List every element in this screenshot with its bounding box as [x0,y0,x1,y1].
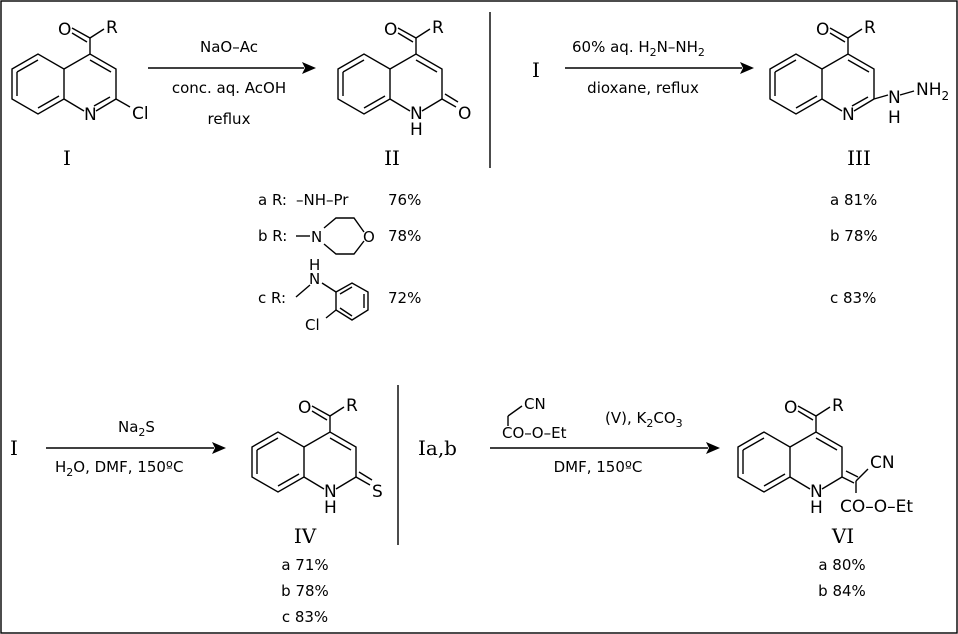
compound-I-label: I [63,146,71,170]
svg-text:c 83%: c 83% [830,289,876,307]
svg-text:H: H [888,108,901,128]
svg-text:c R:: c R: [258,289,286,307]
svg-text:N: N [324,482,337,502]
bottom-right-start-label: Ia,b [418,436,457,460]
r-group-a: a R: –NH–Pr 76% [258,191,421,209]
svg-text:O: O [298,398,311,418]
compound-III-label: III [847,146,871,170]
top-right-start-label: I [532,58,540,82]
arrow-3: Na2S H2O, DMF, 150ºC [46,418,226,479]
svg-text:N: N [410,104,423,124]
svg-text:a R:: a R: [258,191,287,209]
svg-text:N: N [842,105,855,125]
svg-text:N: N [888,88,901,108]
svg-text:O: O [58,20,71,40]
svg-text:H2O, DMF, 150ºC: H2O, DMF, 150ºC [55,458,183,479]
svg-text:CN: CN [524,395,546,413]
svg-text:conc. aq. AcOH: conc. aq. AcOH [172,79,286,97]
svg-text:N: N [309,270,320,288]
r-group-b: b R: N O 78% [258,217,421,255]
compound-VI-label: VI [831,524,854,548]
svg-text:(V), K2CO3: (V), K2CO3 [605,409,683,430]
svg-text:a 80%: a 80% [818,556,865,574]
svg-text:a 81%: a 81% [830,191,877,209]
yields-VI: a 80% b 84% [818,556,866,600]
svg-text:dioxane, reflux: dioxane, reflux [587,79,699,97]
svg-text:O: O [784,398,797,418]
compound-I: O R N Cl [11,18,149,125]
svg-text:CO–O–Et: CO–O–Et [840,497,913,517]
yields-III: a 81% b 78% c 83% [830,191,878,307]
svg-text:S: S [372,482,383,502]
svg-text:O: O [458,104,471,124]
svg-text:b 84%: b 84% [818,582,866,600]
svg-text:R: R [832,396,844,416]
svg-text:NaO–Ac: NaO–Ac [200,38,258,56]
svg-text:reflux: reflux [208,110,251,128]
svg-text:CO–O–Et: CO–O–Et [502,424,567,442]
svg-text:b R:: b R: [258,227,287,245]
compound-VI: N H O R CN CO–O–Et [737,396,913,518]
bottom-left-start-label: I [10,436,18,460]
svg-text:H: H [810,498,823,518]
svg-text:H: H [324,498,337,518]
svg-text:c 83%: c 83% [282,608,328,626]
svg-text:R: R [106,18,118,38]
svg-text:NH2: NH2 [916,80,949,103]
svg-text:O: O [816,20,829,40]
svg-text:60% aq. H2N–NH2: 60% aq. H2N–NH2 [572,38,705,59]
compound-IV-label: IV [294,524,317,548]
arrow-1: NaO–Ac conc. aq. AcOH reflux [148,38,316,128]
svg-text:O: O [363,228,375,246]
compound-IV: O R N H S [251,396,383,518]
svg-text:N: N [84,105,97,125]
r-group-c: c R: N H Cl 72% [258,256,421,334]
svg-text:N: N [311,228,322,246]
svg-text:76%: 76% [388,191,421,209]
compound-II-label: II [384,146,400,170]
svg-text:O: O [384,20,397,40]
svg-text:N: N [810,482,823,502]
svg-text:b 78%: b 78% [830,227,878,245]
svg-text:Cl: Cl [132,104,149,124]
svg-text:Na2S: Na2S [118,418,155,439]
yields-IV: a 71% b 78% c 83% [281,556,329,626]
svg-text:CN: CN [870,453,895,473]
compound-III: O R N N H NH2 [769,18,949,128]
svg-text:DMF, 150ºC: DMF, 150ºC [554,458,643,476]
compound-II: O R N H O [337,18,471,140]
svg-text:H: H [410,120,423,140]
svg-text:a 71%: a 71% [281,556,328,574]
svg-text:b 78%: b 78% [281,582,329,600]
svg-text:–NH–Pr: –NH–Pr [296,191,349,209]
arrow-2: 60% aq. H2N–NH2 dioxane, reflux [565,38,754,97]
svg-text:72%: 72% [388,289,421,307]
svg-text:78%: 78% [388,227,421,245]
arrow-4: CN CO–O–Et (V), K2CO3 DMF, 150ºC [490,395,720,476]
svg-text:H: H [309,256,320,274]
svg-text:Cl: Cl [305,316,320,334]
svg-text:R: R [432,18,444,38]
svg-text:R: R [346,396,358,416]
svg-text:R: R [864,18,876,38]
